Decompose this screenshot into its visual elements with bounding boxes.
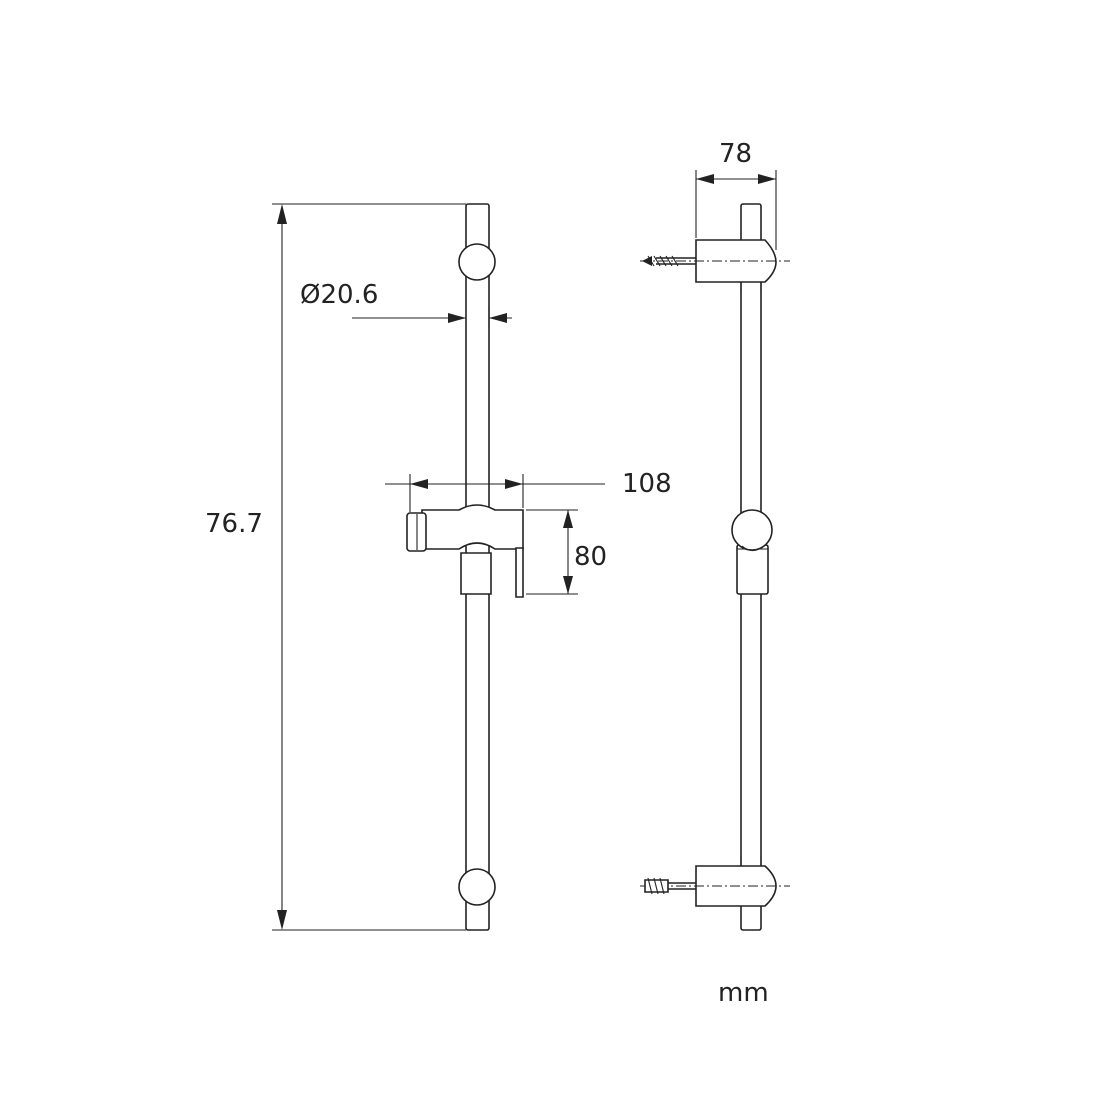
dim-holder-height	[526, 509, 578, 595]
label-total-length: 76.7	[205, 509, 263, 539]
side-bottom-bracket	[640, 856, 790, 907]
label-rod-diameter: Ø20.6	[300, 280, 378, 310]
dim-overall-length	[272, 203, 466, 931]
side-slider	[731, 509, 773, 595]
wall-anchor-top-icon	[642, 255, 696, 267]
dim-holder-width	[385, 474, 605, 512]
dim-rod-diameter	[352, 306, 512, 328]
label-wall-offset: 78	[719, 139, 752, 169]
side-top-bracket	[640, 239, 790, 292]
label-holder-height: 80	[574, 542, 607, 572]
side-view	[640, 170, 790, 931]
front-view	[272, 203, 605, 931]
dim-wall-offset	[695, 170, 777, 250]
label-unit: mm	[718, 978, 769, 1008]
front-bottom-bracket	[458, 868, 496, 906]
label-holder-width: 108	[622, 469, 672, 499]
front-slider-holder	[406, 504, 524, 598]
front-top-bracket	[458, 243, 496, 281]
wall-anchor-bottom-icon	[644, 877, 696, 895]
